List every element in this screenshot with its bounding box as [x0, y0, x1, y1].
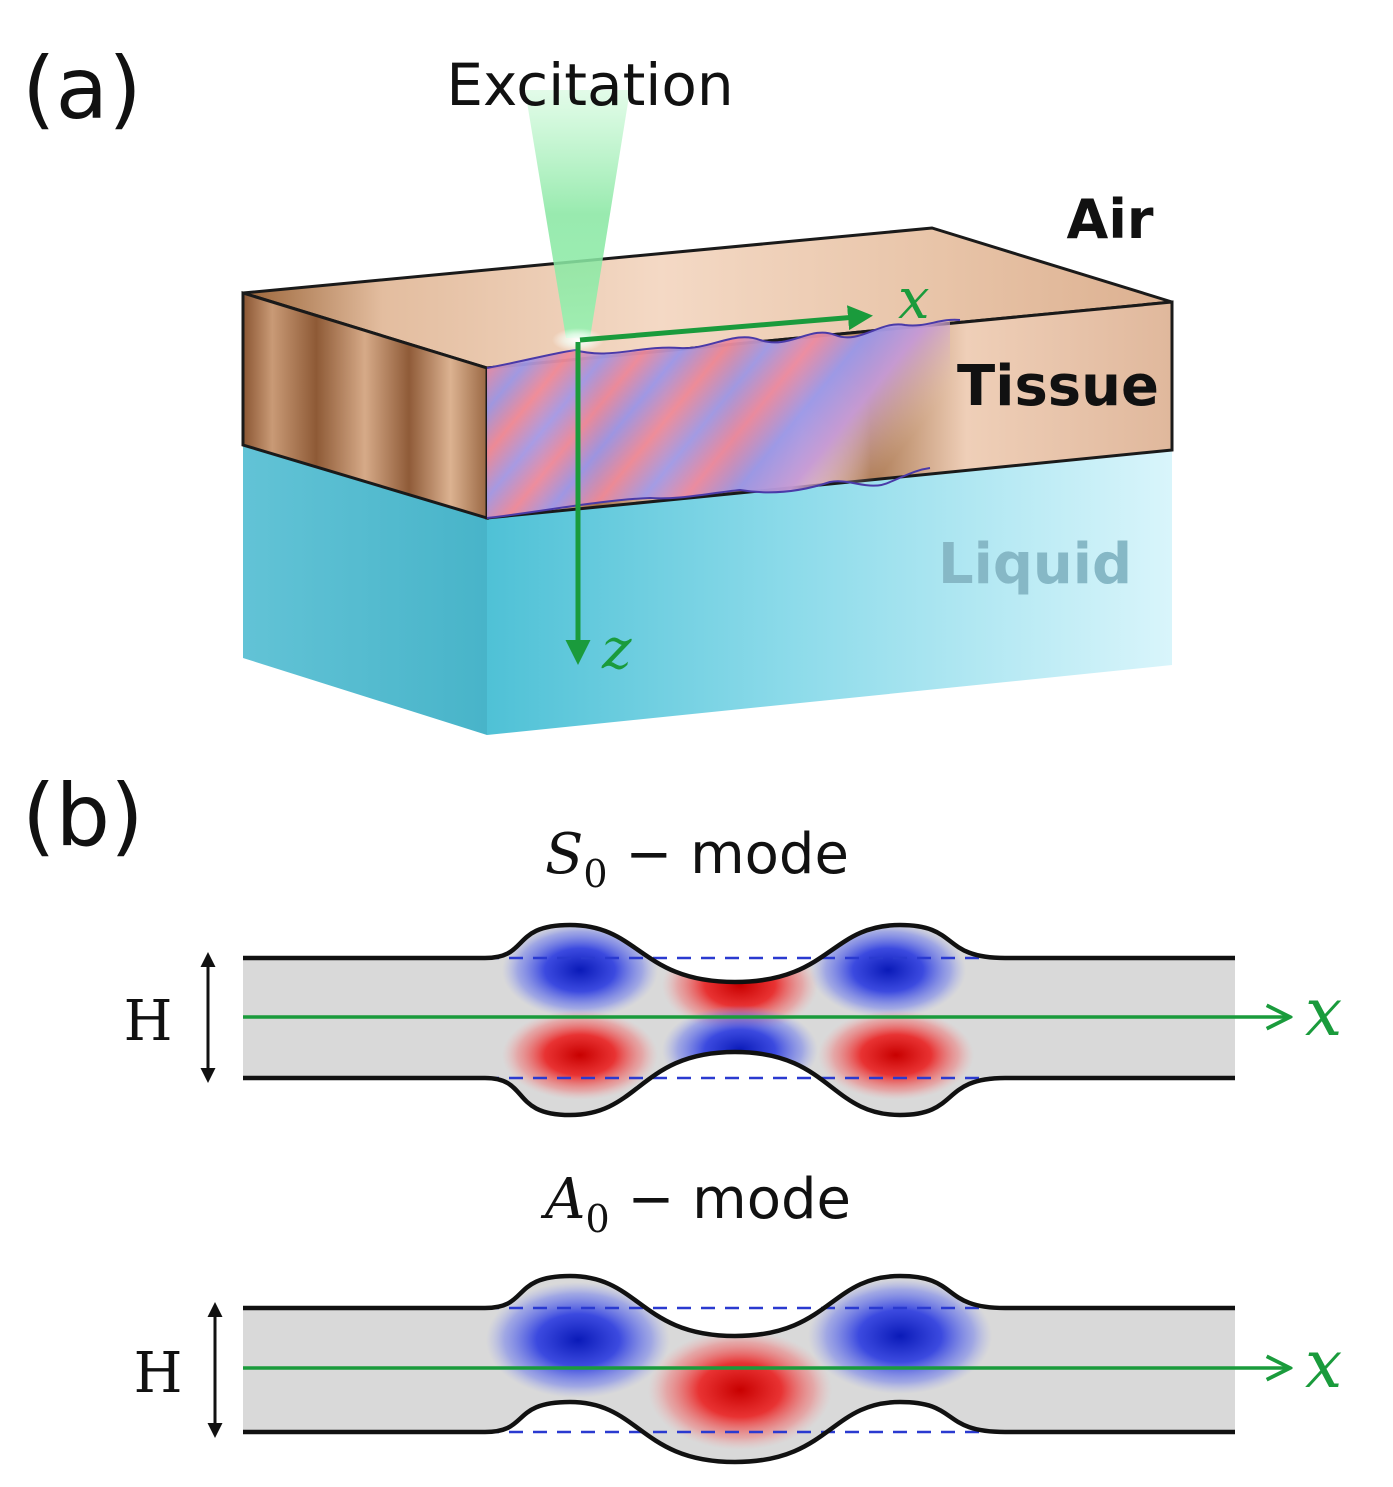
a0-x-axis-label: x — [1305, 1326, 1342, 1403]
air-label: Air — [1067, 188, 1154, 251]
liquid-layer — [243, 445, 1172, 735]
s0-top-surface — [243, 922, 1235, 985]
s0-blob-red-lower-right — [818, 1010, 974, 1100]
excitation-cone — [525, 90, 630, 338]
a0-top-surface — [243, 1273, 1235, 1339]
s0-x-axis-label: x — [1305, 974, 1342, 1051]
excitation-label: Excitation — [446, 51, 733, 119]
panel-a-label: (a) — [22, 39, 142, 139]
x-axis-arrow — [579, 305, 873, 343]
s0-thickness-label: H — [124, 989, 173, 1054]
s0-blob-blue-upper-left — [502, 925, 658, 1018]
panel-a-axes: x z — [565, 267, 930, 682]
s0-bottom-surface — [243, 1049, 1235, 1118]
z-axis-label: z — [601, 617, 632, 682]
a0-bottom-surface — [243, 1399, 1235, 1465]
s0-blob-blue-upper-right — [810, 925, 966, 1018]
liquid-front-face — [487, 450, 1172, 735]
panel-a: (a) Excitation Air Tissue Liquid — [22, 39, 1174, 735]
liquid-label: Liquid — [938, 532, 1132, 597]
excitation-spot — [552, 328, 604, 352]
a0-blob-blue-right — [808, 1278, 992, 1394]
wave-lower-boundary — [486, 467, 931, 519]
liquid-side-face — [243, 445, 487, 735]
a0-blob-red-center — [648, 1330, 832, 1450]
a0-thickness-label: H — [134, 1341, 183, 1406]
s0-mode-title: S0 − mode — [545, 822, 849, 896]
excitation-beam: Excitation — [446, 51, 734, 352]
tissue-label: Tissue — [957, 354, 1159, 419]
panel-b-label: (b) — [22, 766, 144, 866]
a0-mode-title: A0 − mode — [540, 1167, 851, 1241]
s0-blob-red-lower-left — [502, 1010, 658, 1100]
guided-wave-pattern — [487, 321, 950, 518]
x-axis-label: x — [898, 267, 930, 332]
a0-field-blobs — [486, 1278, 992, 1450]
s0-field-blobs — [502, 925, 974, 1100]
